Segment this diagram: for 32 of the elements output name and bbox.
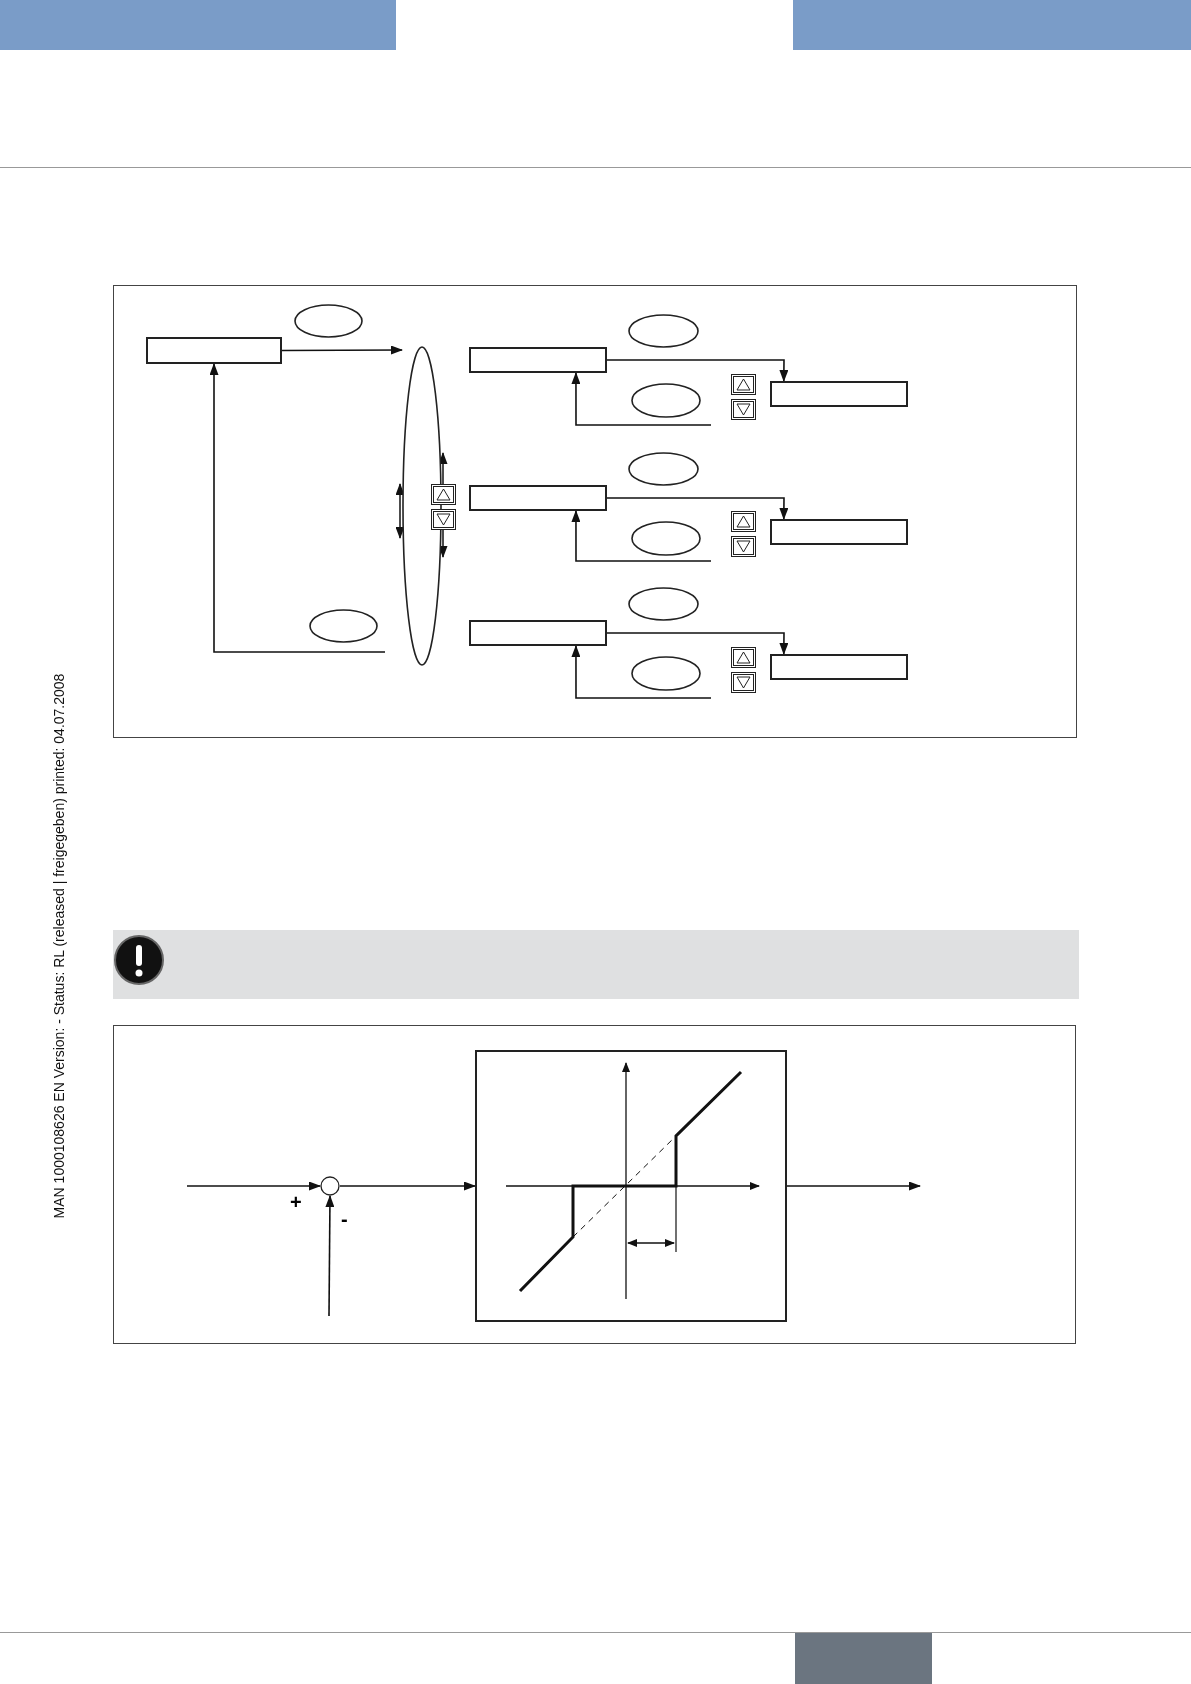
key-oval	[628, 314, 699, 348]
display-box	[146, 337, 282, 364]
display-box	[770, 381, 908, 407]
key-oval	[402, 346, 442, 666]
key-oval	[631, 656, 701, 691]
arrow	[571, 372, 712, 426]
display-box	[770, 519, 908, 545]
display-box	[770, 654, 908, 680]
arrow	[339, 1181, 476, 1191]
minus-sign: -	[341, 1209, 348, 1229]
arrow	[786, 1181, 921, 1191]
arrow	[571, 645, 712, 699]
key-oval	[628, 587, 699, 621]
arrow	[606, 497, 789, 520]
key-oval	[309, 609, 378, 643]
display-box	[469, 620, 607, 646]
plus-sign: +	[290, 1192, 302, 1212]
arrow	[325, 1195, 335, 1317]
arrow	[209, 363, 386, 653]
arrow	[571, 510, 712, 562]
display-box	[469, 347, 607, 373]
key-oval	[294, 304, 363, 338]
arrow	[606, 632, 789, 655]
document-footer-text: MAN 1000108626 EN Version: - Status: RL (released | freigegeben) printed: 04.07.2008	[51, 673, 67, 1219]
arrow	[186, 1181, 321, 1191]
key-oval	[631, 383, 701, 418]
arrow	[606, 359, 789, 382]
key-oval	[631, 521, 701, 556]
display-box	[469, 485, 607, 511]
summing-junction	[320, 1176, 340, 1196]
arrow	[281, 345, 403, 355]
key-oval	[628, 452, 699, 486]
